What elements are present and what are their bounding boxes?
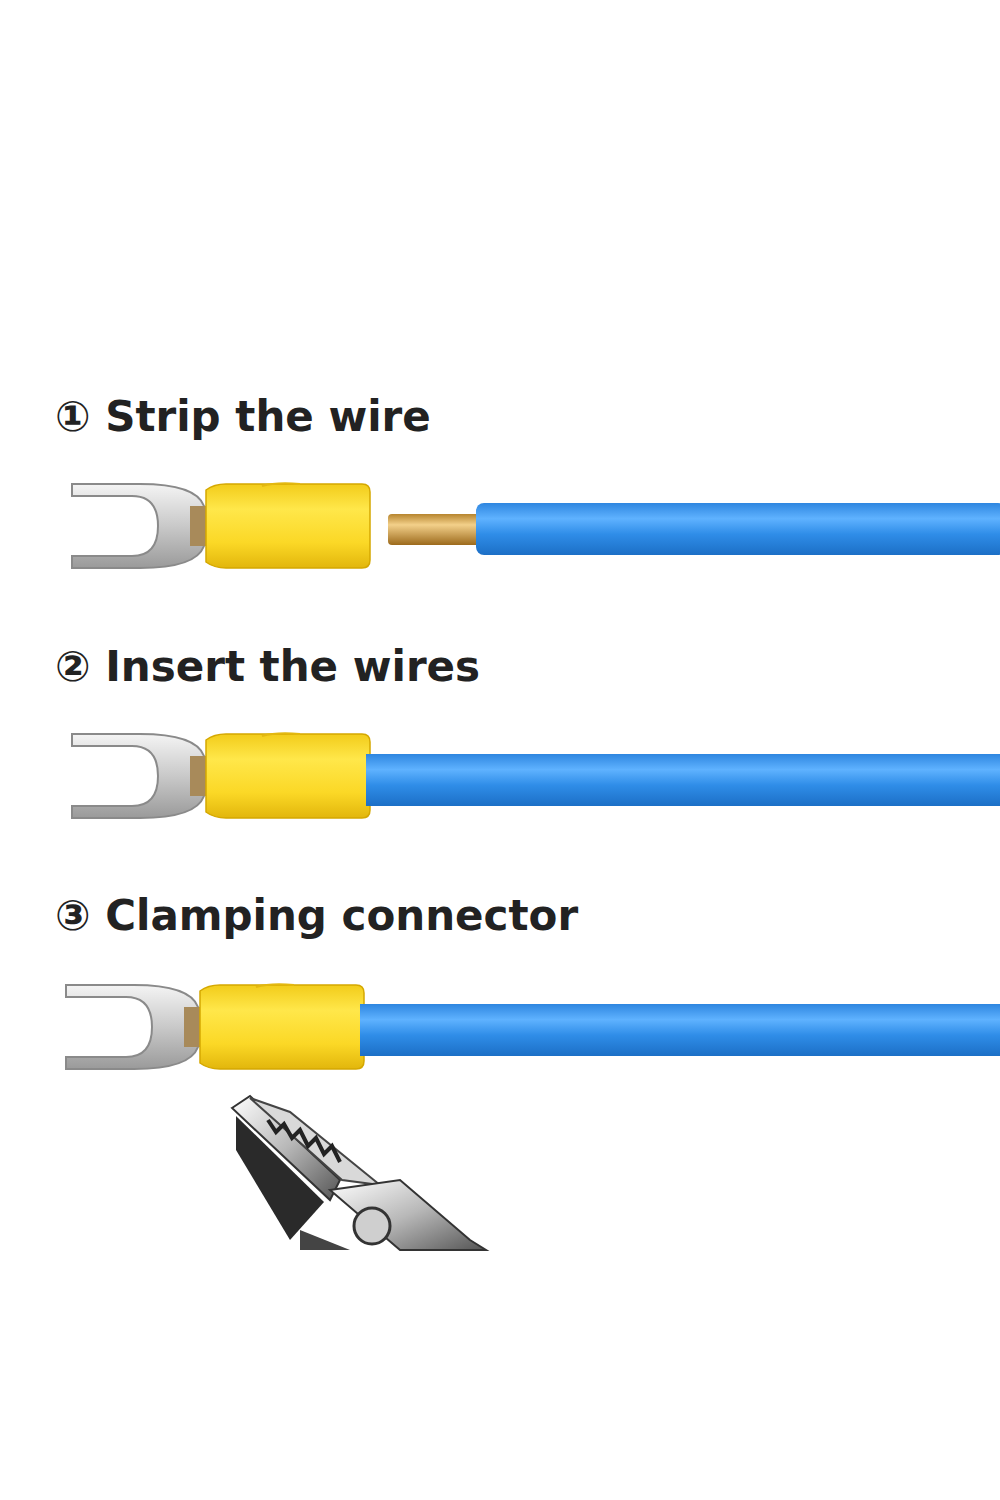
step-label: ② Insert the wires — [55, 644, 480, 690]
step-label: ③ Clamping connector — [55, 893, 578, 939]
step-label: ① Strip the wire — [55, 394, 431, 440]
